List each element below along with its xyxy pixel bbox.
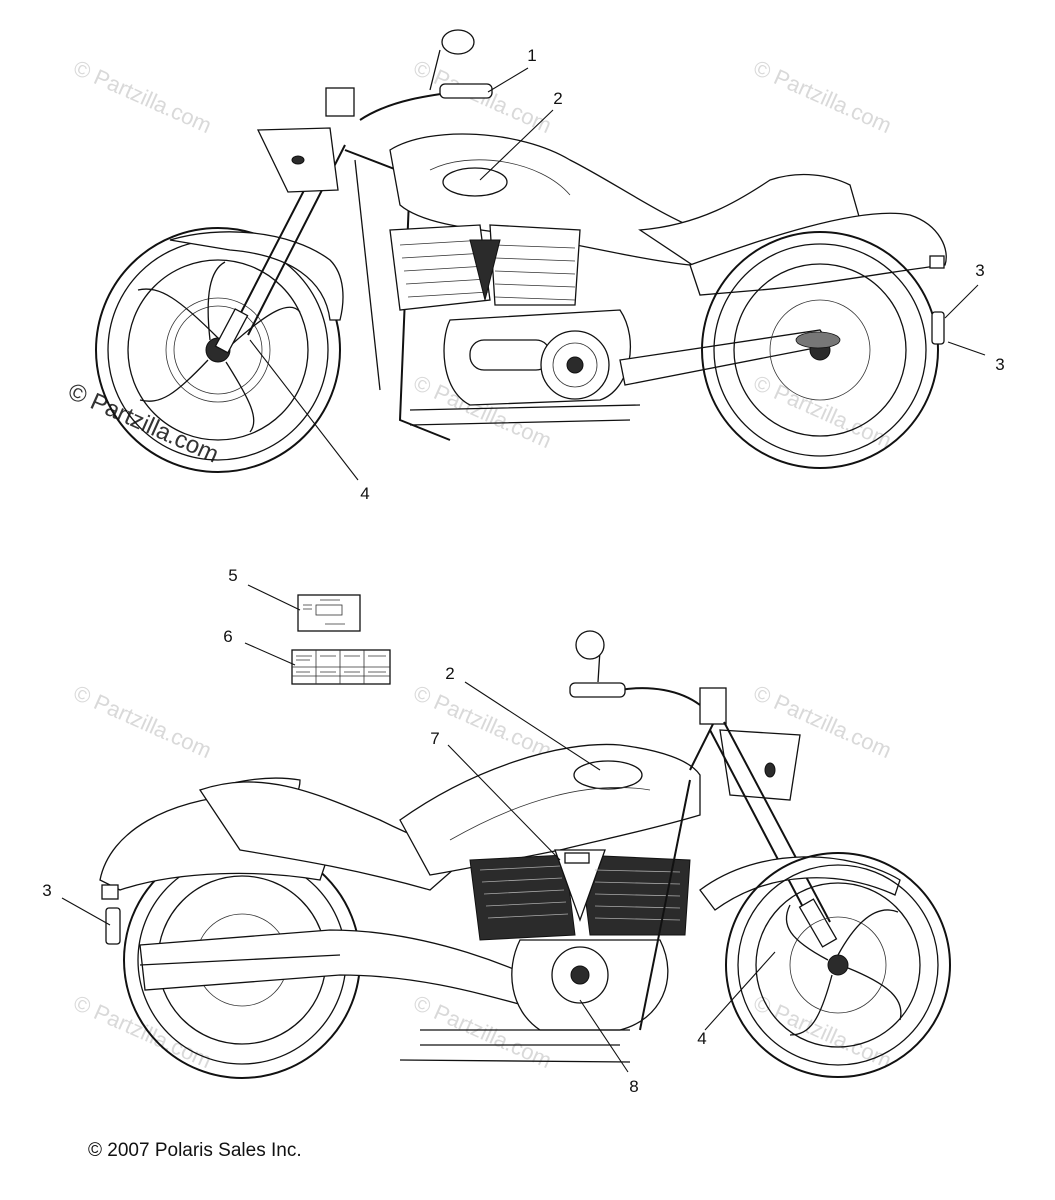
label-part-6 — [291, 649, 391, 685]
fairing-bottom — [719, 729, 801, 801]
exhaust-bottom — [139, 929, 561, 1016]
front-fender-bottom — [699, 856, 901, 911]
copyright-notice: © 2007 Polaris Sales Inc. — [88, 1140, 302, 1161]
engine-top — [389, 224, 641, 426]
callout-5: 5 — [228, 566, 238, 585]
callout-8: 8 — [629, 1077, 639, 1096]
label-part-5 — [297, 594, 361, 632]
tank-decal-top — [442, 167, 508, 197]
engine-bottom — [399, 849, 691, 1063]
callout-4: 4 — [697, 1029, 707, 1048]
callout-6: 6 — [223, 627, 233, 646]
motorcycle-top-view — [95, 29, 947, 473]
rear-wheel-top — [701, 231, 939, 469]
callout-1: 1 — [527, 46, 537, 65]
front-wheel-bottom — [725, 852, 951, 1078]
callout-2: 2 — [445, 664, 455, 683]
seat-top — [638, 173, 861, 271]
tank-decal-bottom — [573, 760, 643, 790]
callout-4: 4 — [360, 484, 370, 503]
callout-2: 2 — [553, 89, 563, 108]
motorcycle-bottom-view — [99, 630, 951, 1079]
callout-3: 3 — [42, 881, 52, 900]
front-fender-top — [169, 231, 344, 321]
callout-3: 3 — [995, 355, 1005, 374]
callout-7: 7 — [430, 729, 440, 748]
callout-3: 3 — [975, 261, 985, 280]
rear-fender-top — [689, 212, 947, 296]
leader-lines — [61, 67, 986, 1073]
